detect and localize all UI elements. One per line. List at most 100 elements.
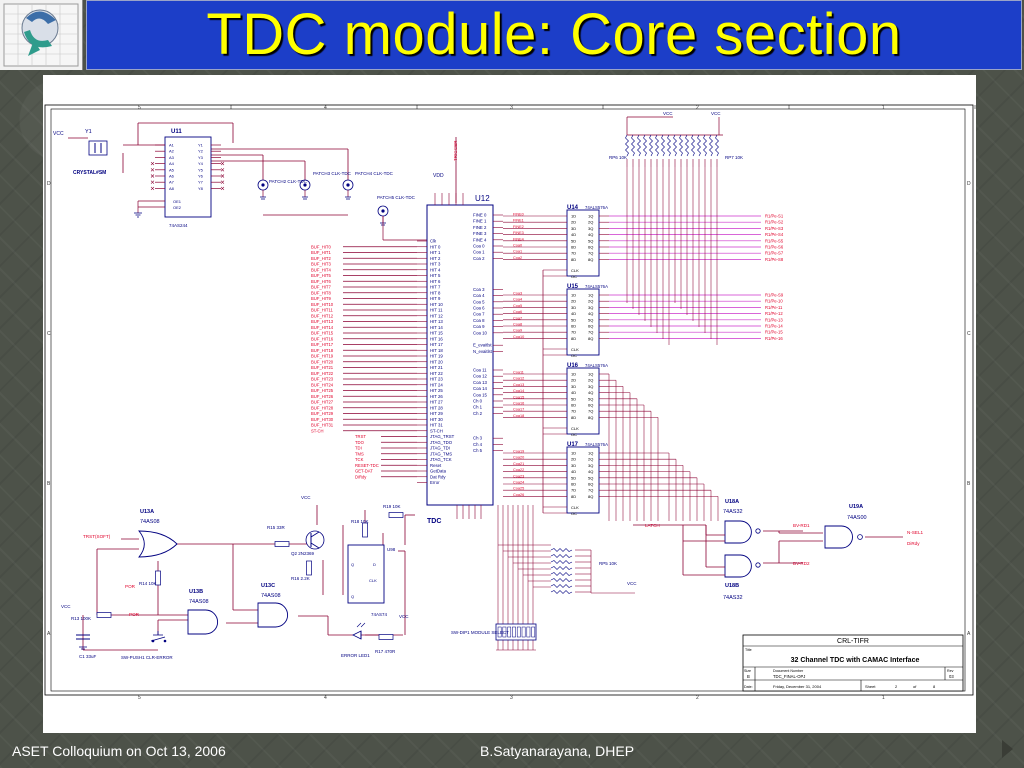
resistor-icon [643, 134, 647, 157]
hit-net-label: BUF_HIT23 [311, 377, 334, 382]
title-block-title: 32 Channel TDC with CAMAC Interface [791, 657, 920, 664]
latch-pin-d: 3D [571, 463, 576, 468]
vcc-rp5: VCC [627, 581, 637, 586]
por-net-2: POR [129, 612, 140, 617]
r18-label: R18 10K [351, 519, 369, 524]
u12-pin-left: HIT 27 [430, 400, 443, 405]
r17-label: R17 470R [375, 649, 396, 654]
out-net-label: R1/Pe-S9 [765, 293, 784, 298]
logo-icon [3, 3, 79, 67]
border-row-left: D [47, 181, 51, 187]
r17-resistor-icon [378, 634, 394, 640]
u98-chip [347, 544, 385, 604]
resistor-icon [709, 134, 713, 157]
out-net-label: R1/Pe-S8 [765, 257, 784, 262]
bvrd2-net: BV-RD2 [793, 561, 810, 566]
slide-title: TDC module: Core section [206, 2, 902, 67]
latch-pin-q: 1Q [588, 451, 593, 456]
u16-label: U16 [567, 363, 579, 369]
out-net-label: R1/Pe-S5 [765, 238, 784, 243]
dip-switch-cell [516, 626, 521, 638]
u12-pin-left: HIT 11 [430, 308, 443, 313]
u12-label: U12 [475, 194, 490, 203]
latch-pin-q: 4Q [588, 232, 593, 237]
hit-net-label: BUF_HIT24 [311, 382, 334, 387]
nsel-net: N-SEL1 [907, 530, 924, 535]
u12-pin-right: Coa 15 [473, 392, 487, 397]
border-row-right: C [967, 331, 971, 337]
hit-net-label: BUF_HIT31 [311, 423, 334, 428]
u11-pin-out: Y3 [198, 155, 204, 160]
u12-pin-left: HIT 1 [430, 250, 441, 255]
u12-pin-right: Coa 3 [473, 287, 485, 292]
u11-pin-in: A8 [169, 186, 175, 191]
border-col-top: 4 [324, 105, 327, 111]
u12-pin-left: HIT 26 [430, 394, 443, 399]
patch5-label: PATCH5 CLK-TDC [377, 195, 416, 200]
out-net-label: R1/Pe-11 [765, 305, 783, 310]
out-net-label: R1/Pe-16 [765, 336, 783, 341]
latch-net-label: Coa11 [513, 371, 524, 375]
jtag-net-label: GET-DAT [355, 469, 373, 474]
latch-pin-q: 3Q [588, 463, 593, 468]
u12-pin-left: HIT 24 [430, 382, 443, 387]
u12-pin-left: HIT 9 [430, 296, 441, 301]
latch-pin-d: 2D [571, 457, 576, 462]
u11-pin-in: A6 [169, 174, 175, 179]
u15-label: U15 [567, 284, 579, 290]
u12-pin-left: Clk [430, 239, 437, 244]
next-slide-icon[interactable] [1002, 740, 1013, 758]
u12-pin-right: Coa 4 [473, 293, 485, 298]
resistor-icon [715, 134, 719, 157]
resistor-icon [685, 134, 689, 157]
latch-pin-d: 6D [571, 324, 576, 329]
u12-pin-left: HIT 17 [430, 342, 443, 347]
latch-net-label: Coa21 [513, 462, 524, 466]
latch-pin-d: 2D [571, 378, 576, 383]
led-rays-icon [356, 622, 366, 628]
latch-oc: OC [571, 511, 577, 516]
u13c-label: U13C [261, 583, 275, 589]
pushbutton-contact-icon [151, 639, 155, 643]
resistor-icon [550, 566, 573, 570]
crystal-symbol [88, 140, 108, 156]
latch-pin-d: 6D [571, 482, 576, 487]
hit-net-label: BUF_HIT8 [311, 290, 331, 295]
u11-pin-out: Y8 [198, 186, 204, 191]
hit-net-label: BUF_HIT10 [311, 302, 334, 307]
dip-switch-cell [502, 626, 507, 638]
latch-pin-q: 8Q [588, 336, 593, 341]
latch-pin-d: 7D [571, 409, 576, 414]
rp6-label: RP6 10K [609, 155, 627, 160]
resistor-icon [691, 134, 695, 157]
dip-switch-cell [521, 626, 526, 638]
u12-pin-right: Coa 5 [473, 299, 485, 304]
u12-pin-left: Reset [430, 463, 442, 468]
r13-resistor-icon [96, 612, 112, 618]
coax-center-icon [346, 183, 350, 187]
u19a-label: U19A [849, 504, 863, 510]
ground-icon [302, 196, 308, 200]
no-connect-icon [220, 174, 225, 178]
hit-net-label: BUF_HIT22 [311, 371, 334, 376]
u18b-label: U18B [725, 583, 739, 589]
r19-label: R19 10K [383, 504, 401, 509]
u12-pin-right: Coa 10 [473, 330, 487, 335]
latch-chip [566, 288, 600, 356]
hit-net-label: BUF_HIT18 [311, 348, 334, 353]
footer-event: ASET Colloquium on Oct 13, 2006 [12, 743, 226, 759]
latch-net-label: Coa5 [513, 304, 522, 308]
latch-net-label: Coa25 [513, 487, 524, 491]
dip-switch-cell [512, 626, 516, 638]
latch-net-label: FINE3 [513, 231, 524, 235]
u12-pin-right: Coa 13 [473, 380, 487, 385]
resistor-icon [661, 134, 665, 157]
sw1-label: SW-PUSH1 CLR-ERROR [121, 655, 173, 660]
u12-pin-left: HIT 31 [430, 423, 443, 428]
latch-pin-q: 4Q [588, 311, 593, 316]
u12-pin-left: HIT 7 [430, 285, 441, 290]
u12-pin-left: HIT 15 [430, 331, 443, 336]
resistor-icon [550, 590, 573, 594]
latch-pin-d: 8D [571, 494, 576, 499]
